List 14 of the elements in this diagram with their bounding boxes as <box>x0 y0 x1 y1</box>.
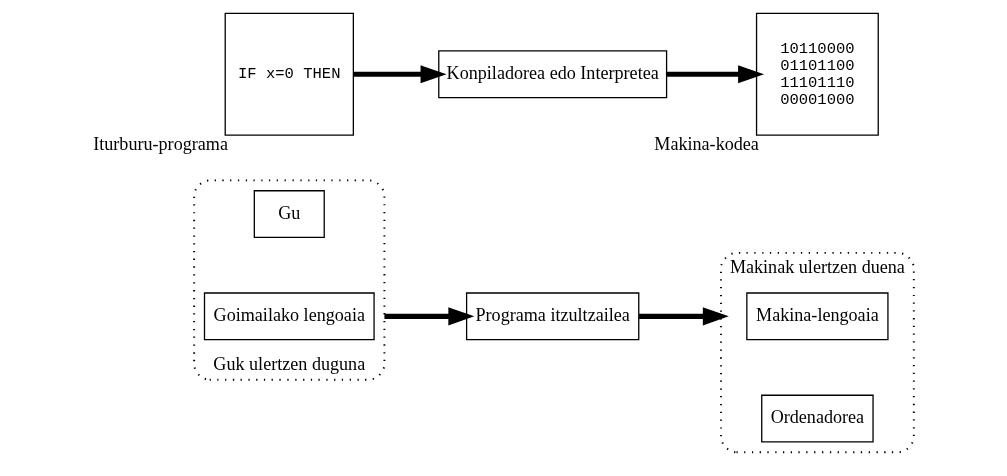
arrow <box>384 307 475 326</box>
node-box: IF x=0 THEN <box>224 12 354 136</box>
node-label: Makina-kodea <box>654 133 759 154</box>
node-box: Goimailako lengoaia <box>203 292 375 341</box>
node-label: Iturburu-programa <box>93 133 228 154</box>
node-box: Ordenadorea <box>761 394 874 443</box>
node-box: Makina-lengoaia <box>746 292 889 341</box>
arrow <box>666 65 765 84</box>
node-box: Gu <box>253 190 325 238</box>
arrow <box>639 307 729 326</box>
node-box: Konpiladorea edo Interpretea <box>438 50 668 99</box>
node-box: 10110000 01101100 11101110 00001000 <box>755 12 879 136</box>
node-box: Programa itzultzailea <box>465 292 640 341</box>
arrow <box>353 65 447 84</box>
